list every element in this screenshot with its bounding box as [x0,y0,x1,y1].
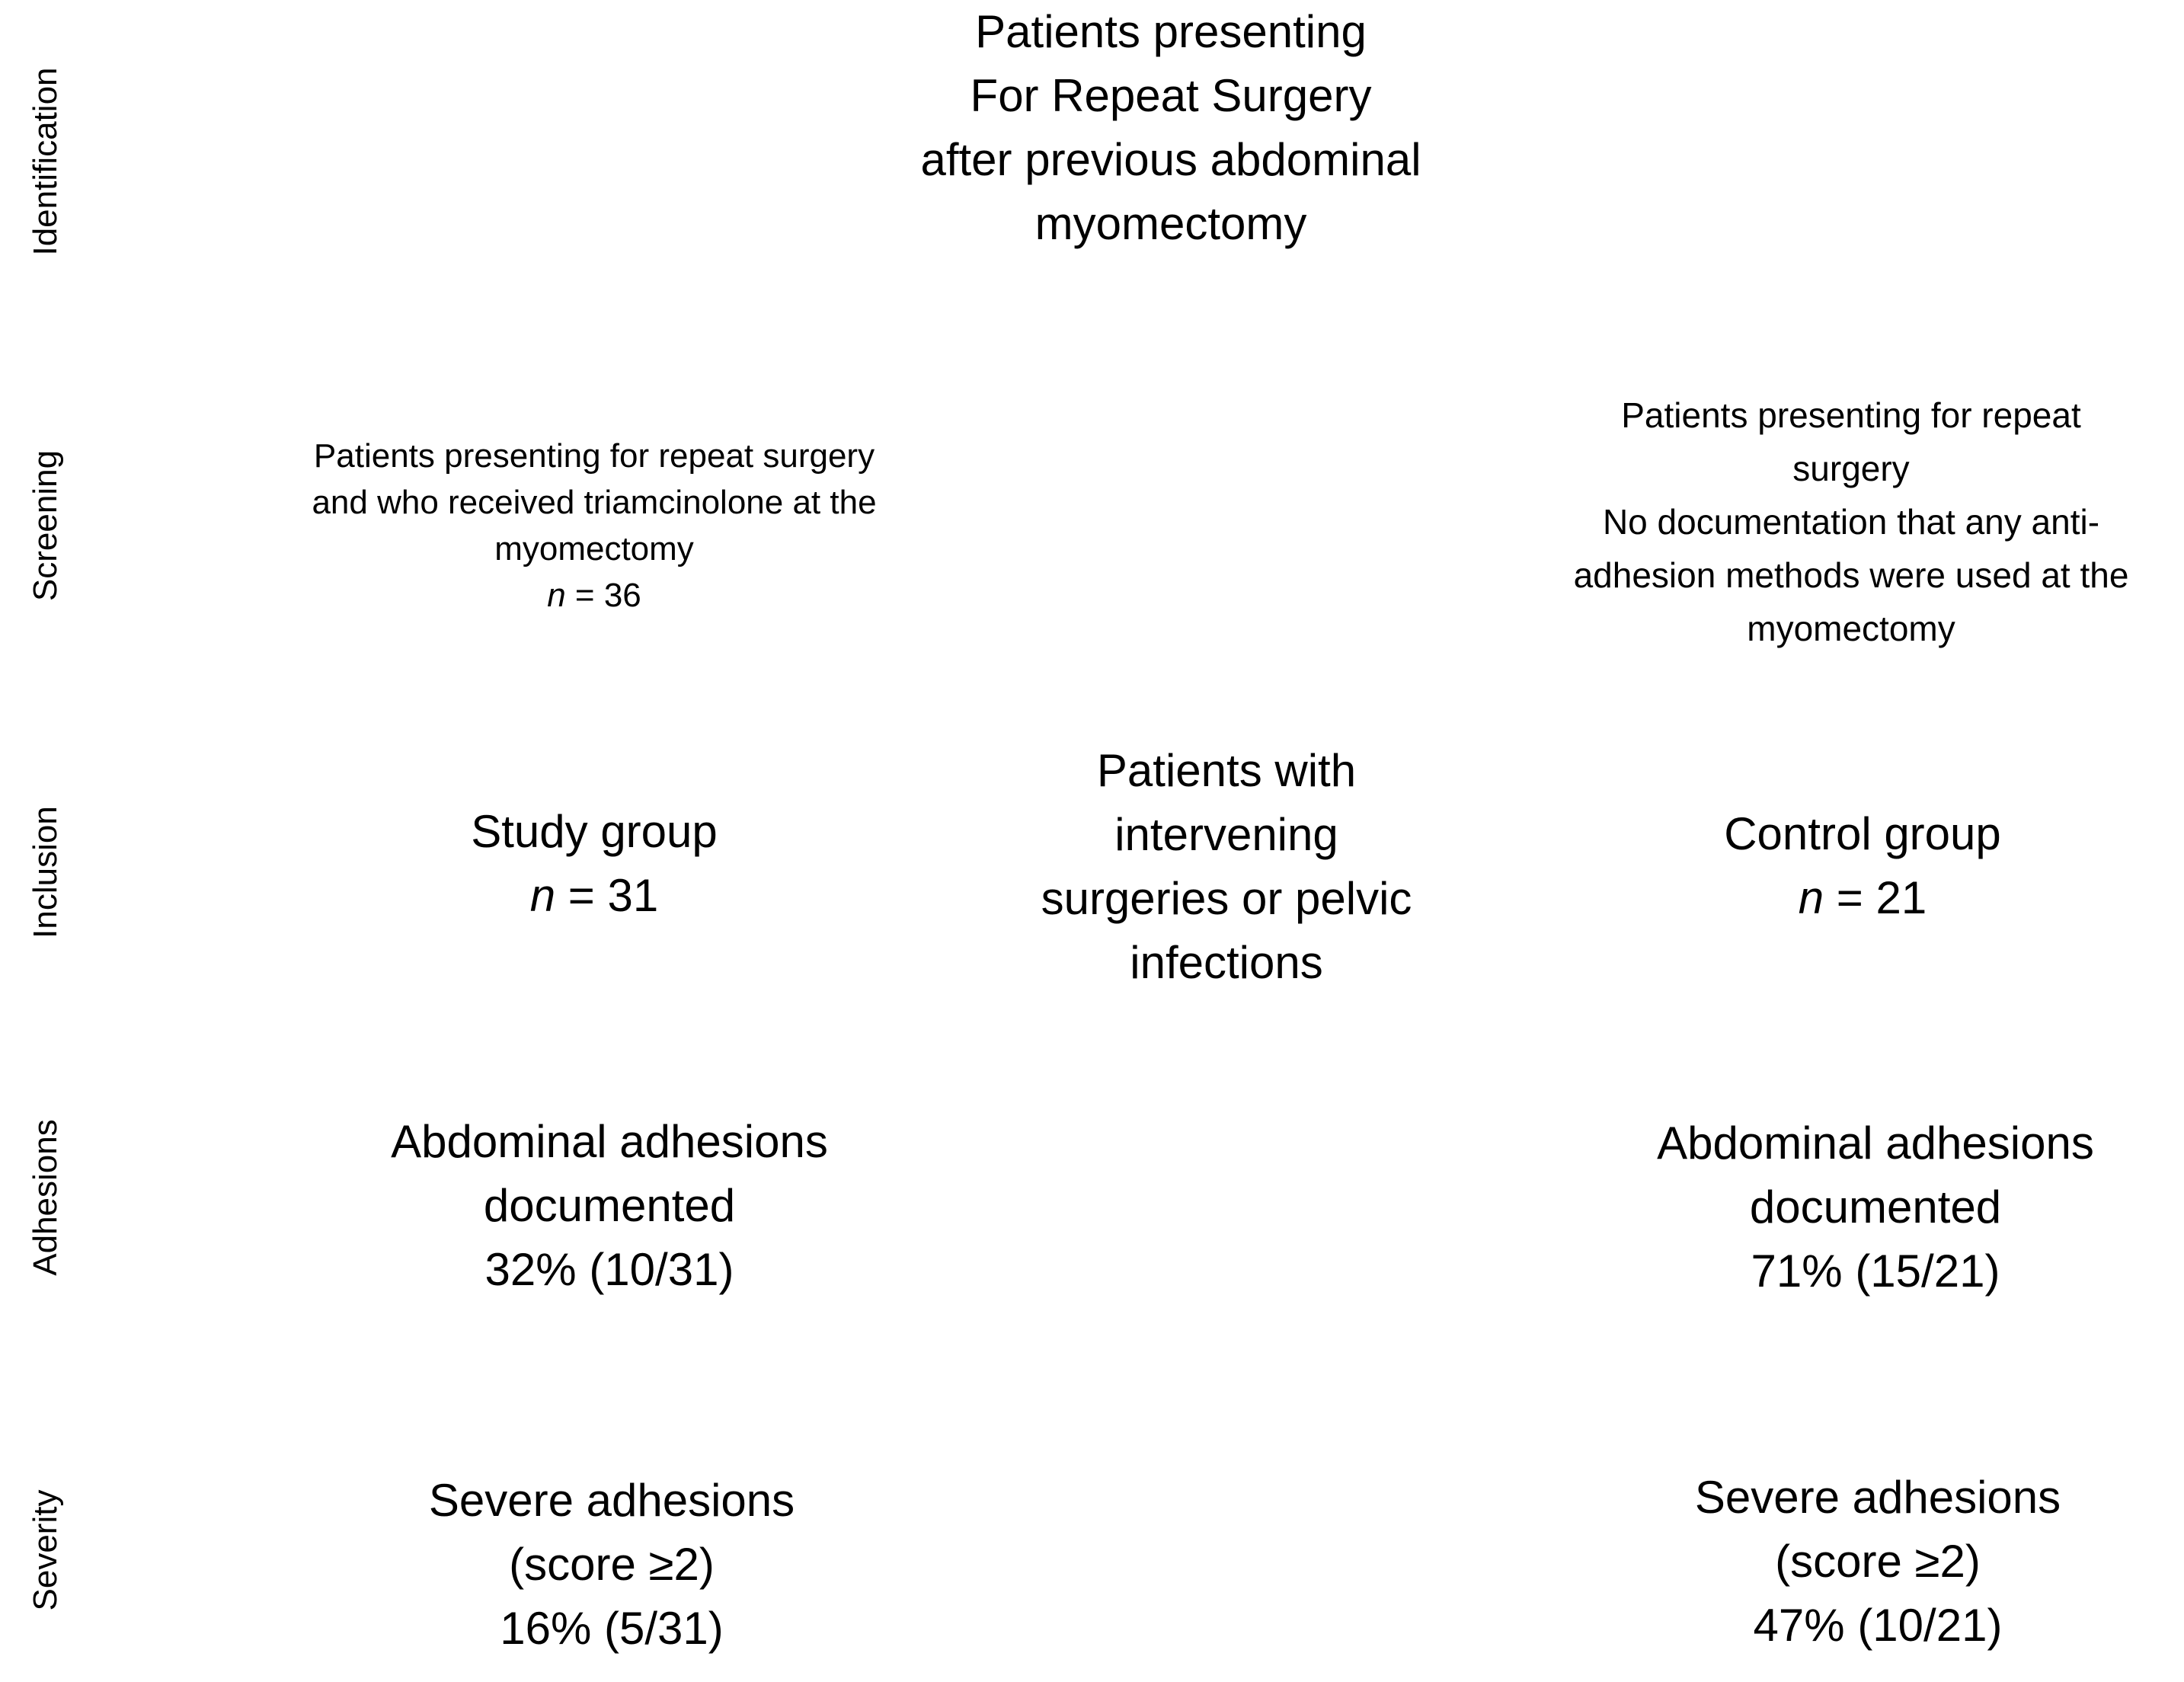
screening-study-count: n = 36 [312,572,876,619]
n-value: = 36 [565,577,641,614]
identification-node: Patients presenting For Repeat Surgery a… [920,0,1421,256]
screening-control-node: Patients presenting for repeat surgery N… [1574,389,2129,655]
stage-label-severity: Severity [27,1489,64,1611]
severity-study-result: 16% (5/31) [500,1603,724,1654]
stage-label-identification: Identification [27,67,64,256]
adhesions-control-result: 71% (15/21) [1751,1246,2000,1297]
severity-study-line: Severe adhesions [428,1475,795,1526]
n-variable: n [547,577,566,614]
control-group-count: n = 21 [1724,866,2001,930]
study-group-node: Study group n = 31 [471,800,718,928]
stage-label-adhesions: Adhesions [27,1119,64,1276]
n-value: = 21 [1824,872,1927,923]
adhesions-study-line: documented [483,1180,736,1231]
stage-label-screening: Screening [27,449,64,602]
screening-control-line: No documentation that any anti- [1602,502,2100,542]
adhesions-control-node: Abdominal adhesions documented 71% (15/2… [1657,1111,2094,1303]
adhesions-study-line: Abdominal adhesions [391,1116,828,1167]
control-group-title: Control group [1724,808,2001,859]
severity-study-line: (score ≥2) [509,1539,715,1590]
n-value: = 31 [555,870,659,921]
stage-label-inclusion: Inclusion [27,806,64,939]
adhesions-control-line: documented [1749,1182,2002,1233]
adhesions-control-line: Abdominal adhesions [1657,1118,2094,1169]
excluded-line: infections [1130,937,1323,988]
severity-control-result: 47% (10/21) [1753,1600,2003,1651]
screening-study-line: myomectomy [494,530,694,568]
severity-study-node: Severe adhesions (score ≥2) 16% (5/31) [429,1469,795,1661]
n-variable: n [1798,872,1824,923]
adhesions-study-result: 32% (10/31) [484,1244,734,1295]
screening-control-line: adhesion methods were used at the [1573,555,2129,595]
identification-line: Patients presenting [975,6,1367,57]
identification-line: For Repeat Surgery [970,70,1372,121]
study-group-title: Study group [471,806,718,857]
screening-study-node: Patients presenting for repeat surgery a… [312,433,876,619]
n-variable: n [529,870,556,921]
screening-control-line: surgery [1792,449,1910,488]
excluded-line: surgeries or pelvic [1041,873,1412,924]
screening-study-line: Patients presenting for repeat surgery [313,437,875,475]
identification-line: myomectomy [1034,198,1307,249]
screening-control-line: myomectomy [1747,609,1955,648]
excluded-line: intervening [1114,809,1338,860]
severity-control-node: Severe adhesions (score ≥2) 47% (10/21) [1695,1466,2061,1658]
screening-study-line: and who received triamcinolone at the [312,484,877,521]
severity-control-line: (score ≥2) [1775,1536,1981,1587]
excluded-line: Patients with [1096,745,1357,796]
severity-control-line: Severe adhesions [1694,1472,2061,1523]
excluded-node: Patients with intervening surgeries or p… [1041,739,1412,995]
adhesions-study-node: Abdominal adhesions documented 32% (10/3… [391,1110,828,1302]
screening-control-line: Patients presenting for repeat [1621,395,2081,435]
identification-line: after previous abdominal [920,134,1421,185]
control-group-node: Control group n = 21 [1724,802,2001,930]
study-group-count: n = 31 [471,864,718,928]
